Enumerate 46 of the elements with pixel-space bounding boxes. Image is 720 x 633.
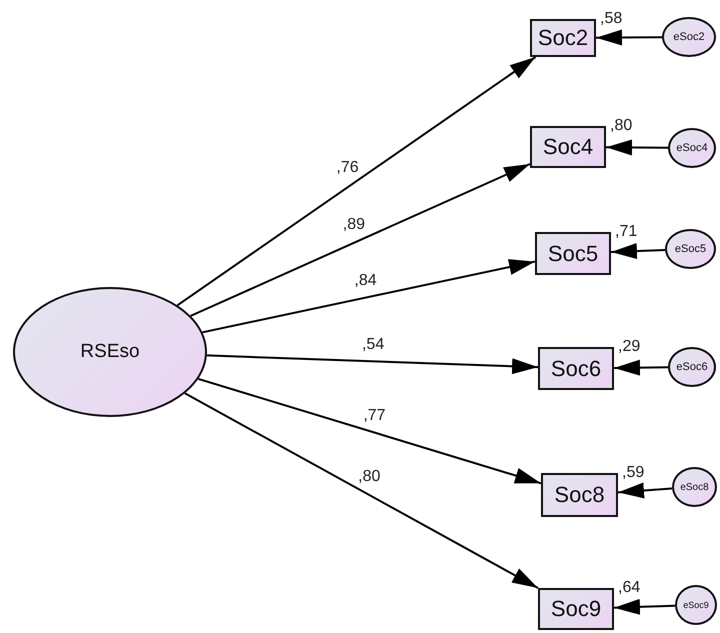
r-squared-value: ,58 bbox=[600, 11, 622, 27]
error-term-ellipse bbox=[662, 17, 716, 57]
arrow bbox=[190, 163, 530, 317]
observed-variable-box bbox=[538, 347, 614, 390]
arrow bbox=[596, 30, 662, 46]
arrow bbox=[610, 243, 666, 260]
error-term-ellipse bbox=[665, 229, 716, 269]
error-term-ellipse bbox=[675, 585, 717, 625]
arrow bbox=[198, 378, 542, 484]
variable-name: Soc5 bbox=[548, 240, 598, 266]
error-term-ellipse bbox=[668, 128, 716, 168]
variable-name: eSoc9 bbox=[683, 600, 709, 610]
r-squared-value: ,80 bbox=[610, 118, 632, 134]
variable-name: Soc8 bbox=[554, 482, 605, 508]
r-squared-value: ,64 bbox=[618, 580, 640, 596]
arrow bbox=[206, 354, 538, 374]
variable-name: Soc2 bbox=[538, 25, 588, 51]
r-squared-value: ,71 bbox=[615, 224, 638, 240]
variable-name: RSEso bbox=[80, 341, 140, 363]
variable-name: Soc9 bbox=[550, 596, 602, 622]
observed-variable-box bbox=[538, 588, 614, 630]
edge-label: ,80 bbox=[357, 468, 382, 486]
variable-name: Soc4 bbox=[542, 134, 594, 160]
r-squared-value: ,59 bbox=[622, 465, 644, 481]
arrow bbox=[618, 482, 672, 498]
variable-name: eSoc5 bbox=[674, 243, 706, 255]
arrow bbox=[614, 360, 668, 376]
observed-variable-box bbox=[535, 232, 611, 275]
edge-label: ,77 bbox=[362, 406, 387, 425]
variable-name: eSoc2 bbox=[673, 31, 705, 43]
observed-variable-box bbox=[530, 19, 596, 57]
variable-name: Soc6 bbox=[550, 356, 602, 382]
arrow bbox=[202, 259, 536, 334]
error-term-ellipse bbox=[668, 347, 716, 387]
error-term-ellipse bbox=[672, 467, 717, 507]
variable-name: eSoc8 bbox=[680, 482, 709, 492]
arrow bbox=[614, 598, 676, 615]
arrow bbox=[184, 392, 538, 589]
observed-variable-box bbox=[541, 473, 618, 517]
variable-name: eSoc6 bbox=[676, 361, 708, 373]
edge-label: ,76 bbox=[335, 158, 360, 177]
r-squared-value: ,29 bbox=[618, 339, 640, 355]
arrow bbox=[176, 56, 536, 306]
observed-variable-box bbox=[530, 126, 606, 168]
arrow bbox=[606, 140, 668, 156]
variable-name: eSoc4 bbox=[676, 142, 708, 154]
